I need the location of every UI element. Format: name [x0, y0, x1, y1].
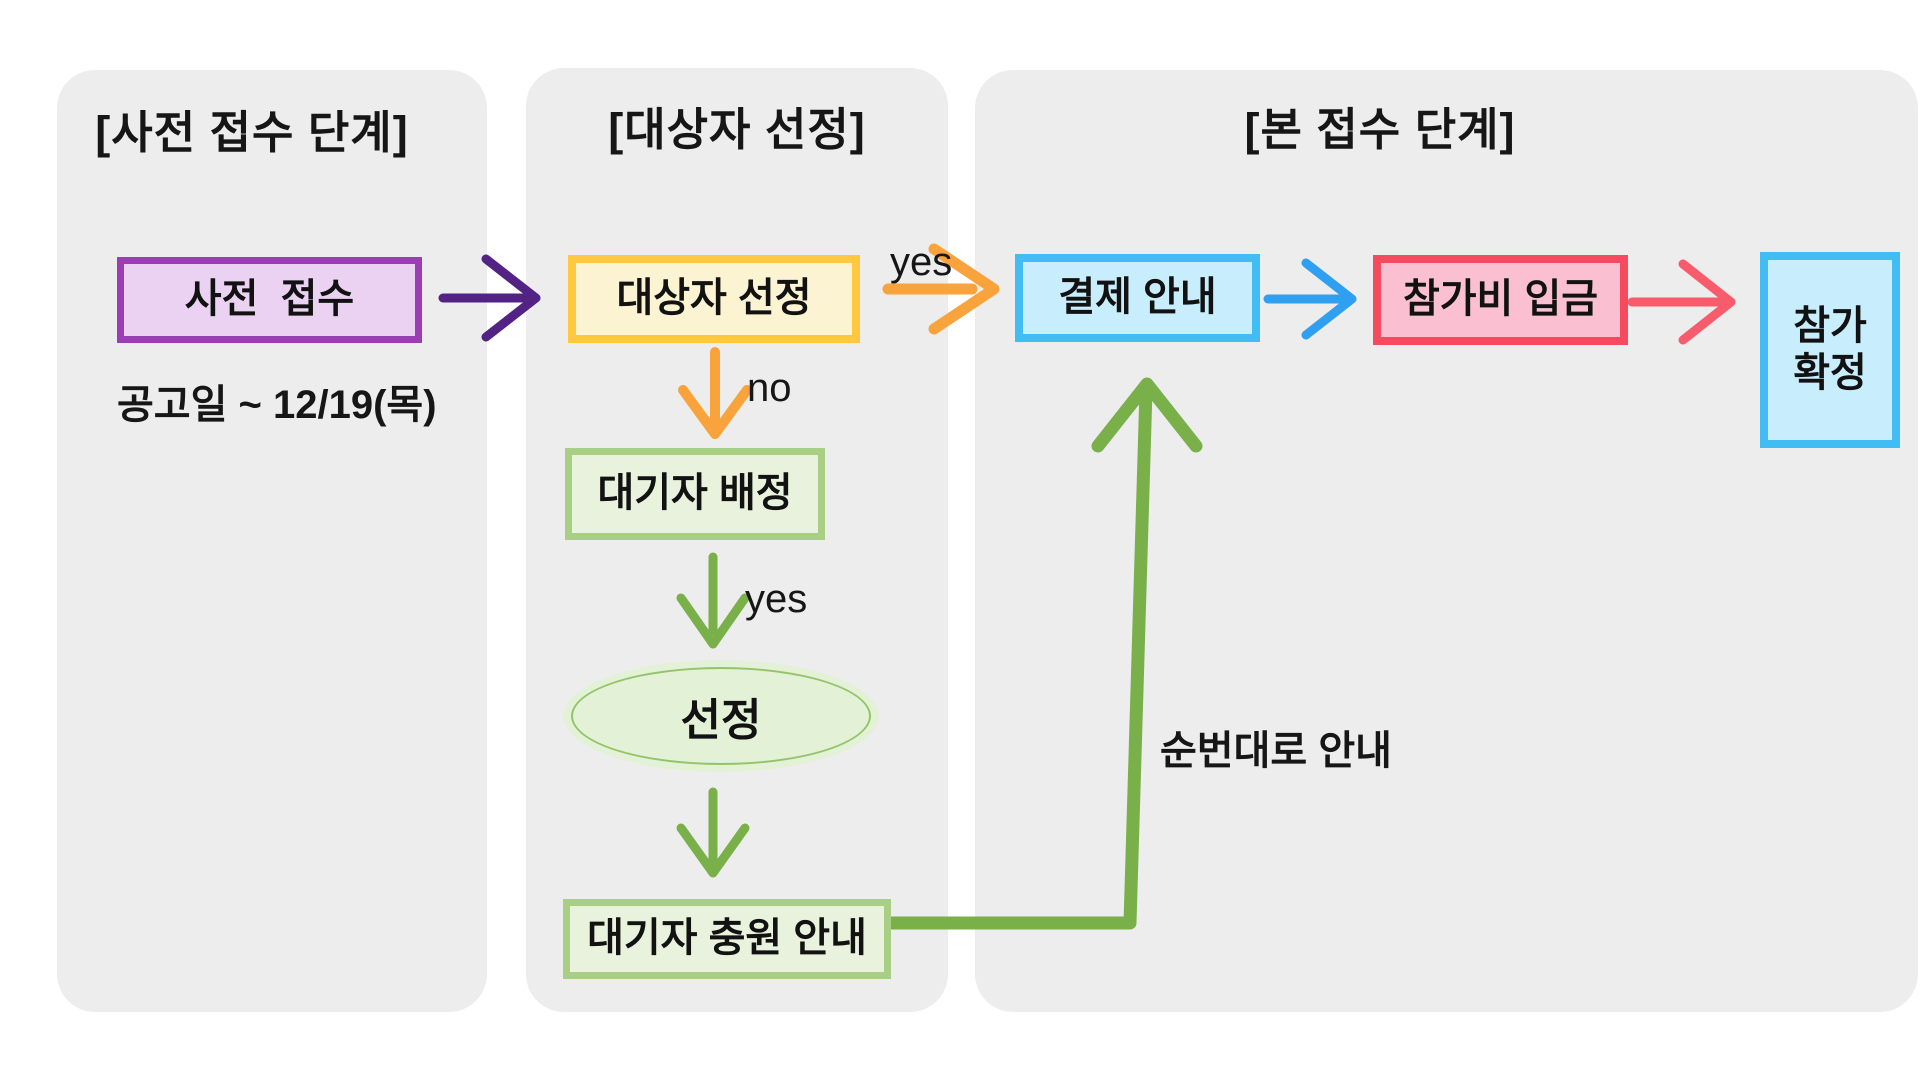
node-target-select: 대상자 선정 [568, 255, 860, 343]
node-fee-deposit: 참가비 입금 [1373, 255, 1628, 345]
selected-ellipse-ring [571, 667, 871, 765]
node-pre-apply: 사전 접수 [117, 257, 422, 343]
node-waitlist-notice: 대기자 충원 안내 [563, 899, 891, 979]
node-selected-ellipse: 선정 [563, 660, 879, 772]
panel-pre-stage [57, 70, 487, 1012]
label-no-to-waitlist: no [747, 366, 792, 410]
selected-ellipse-label: 선정 [680, 696, 762, 745]
node-waitlist-assign: 대기자 배정 [565, 448, 825, 540]
pre-apply-period: 공고일 ~ 12/19(목) [117, 383, 437, 427]
panel-title-main: [본 접수 단계] [1244, 104, 1516, 155]
label-order-notice: 순번대로 안내 [1160, 729, 1392, 773]
panel-title-select: [대상자 선정] [608, 104, 866, 155]
panel-title-pre: [사전 접수 단계] [95, 107, 409, 158]
node-confirm: 참가 확정 [1760, 252, 1900, 448]
label-yes-to-selected: yes [745, 577, 808, 621]
panel-select-stage [526, 68, 948, 1012]
label-yes-to-payment: yes [890, 240, 953, 284]
node-payment-guide: 결제 안내 [1015, 254, 1260, 342]
panel-main-stage [975, 70, 1918, 1012]
